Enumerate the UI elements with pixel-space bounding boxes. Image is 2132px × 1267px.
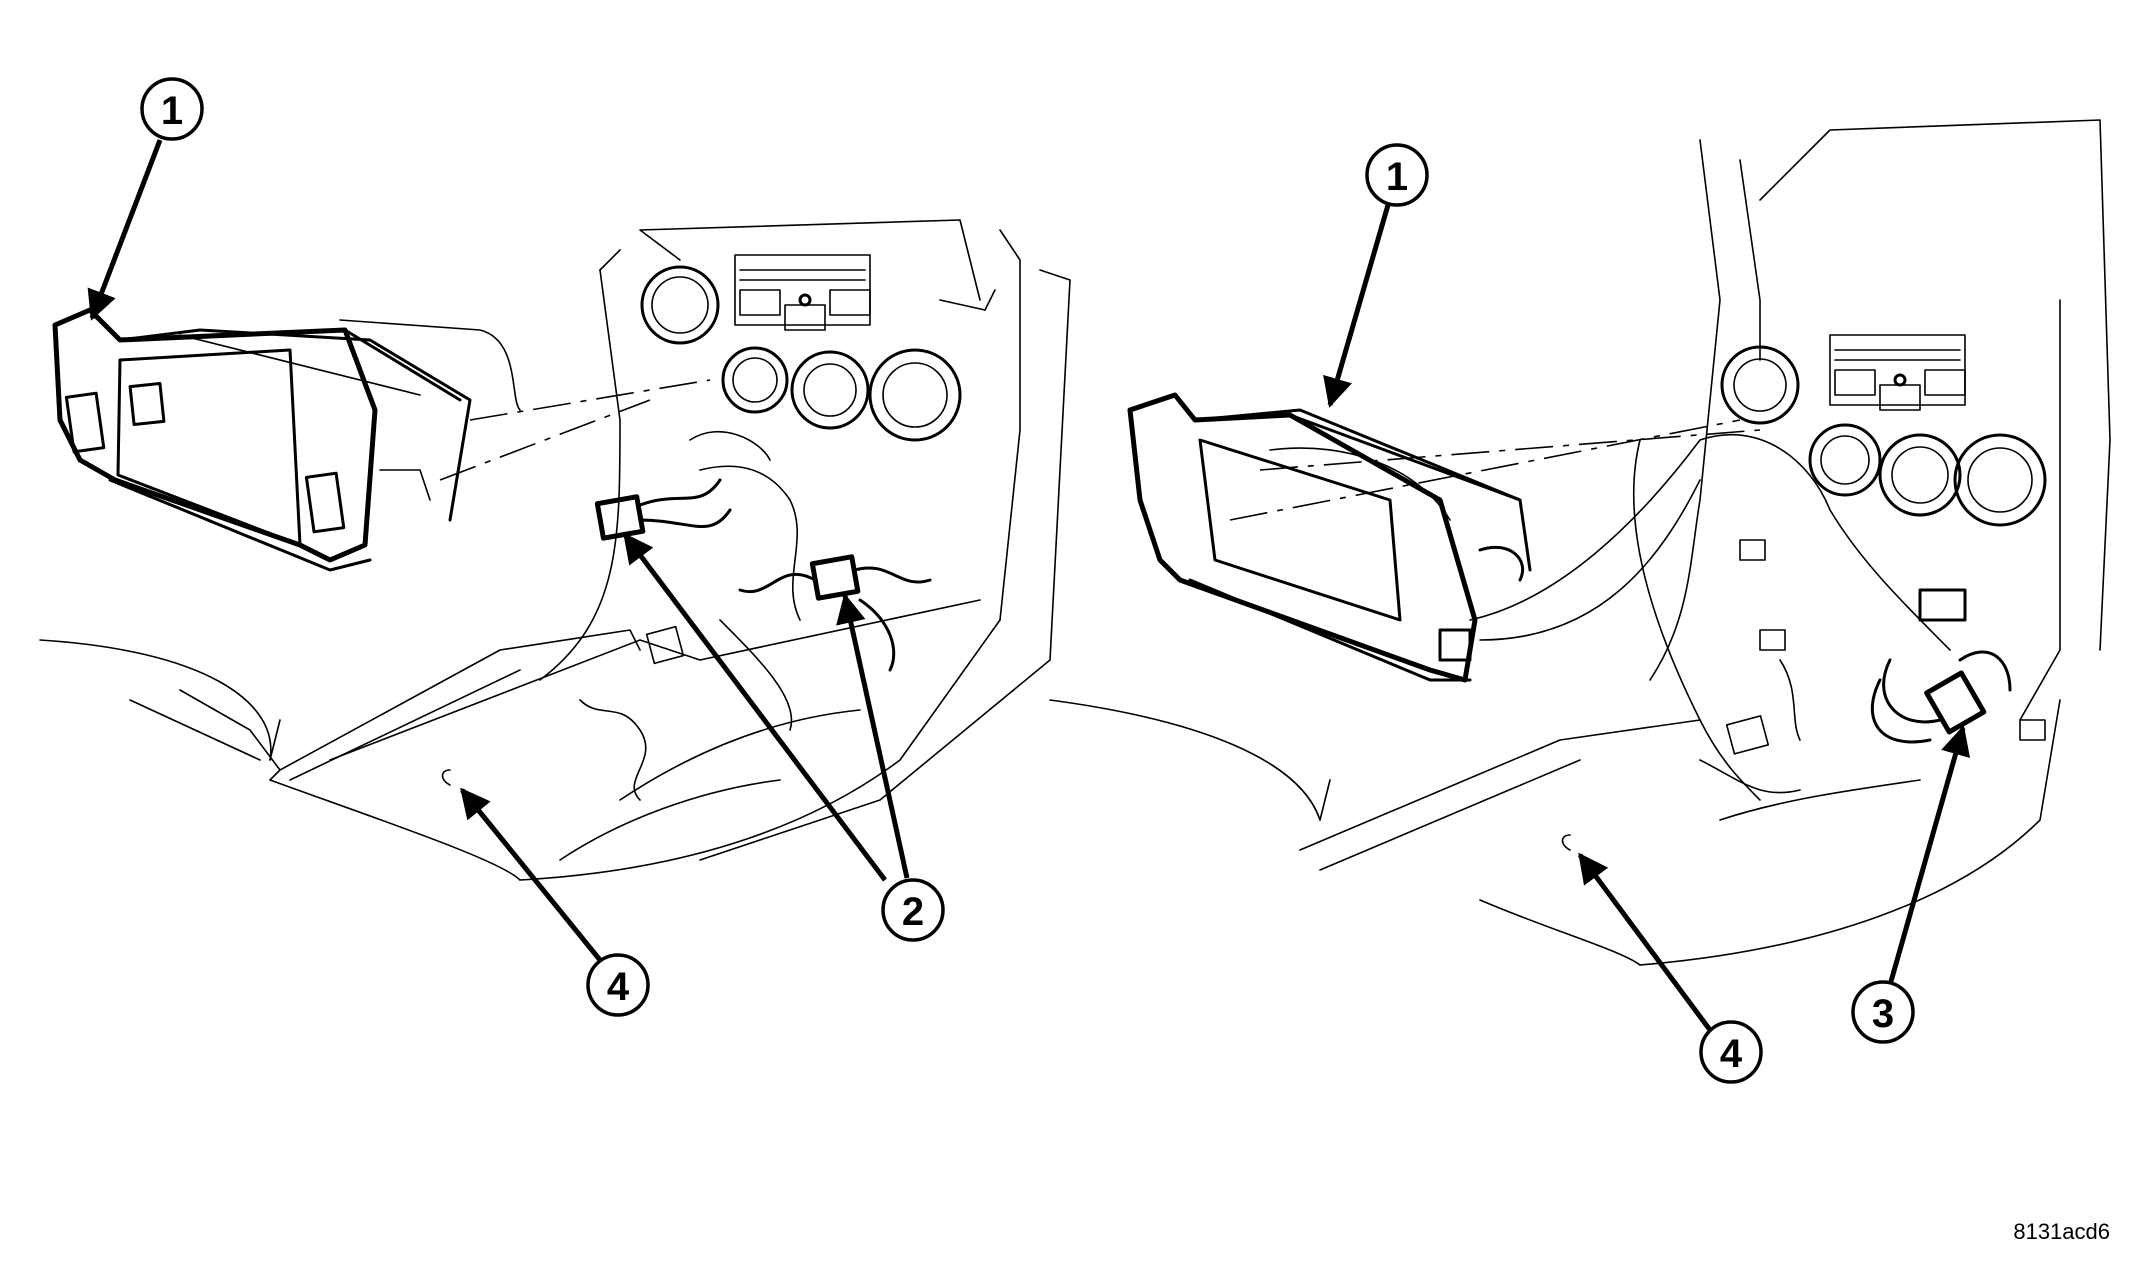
right-illustration: [1049, 119, 2111, 966]
callout-right-3: 3: [1851, 725, 1971, 1044]
figure-id: 8131acd6: [2013, 1219, 2110, 1244]
callout-right-4: 4: [1577, 852, 1763, 1084]
callout-left-2: 2: [623, 532, 945, 942]
callout-right-1-label: 1: [1386, 155, 1408, 199]
right-dashboard: [1049, 119, 2111, 966]
callout-right-3-label: 3: [1872, 992, 1894, 1036]
right-hvac-controls: [1720, 334, 2047, 527]
right-wire-harness: [1469, 434, 1951, 651]
left-illustration: [39, 219, 1071, 881]
callout-left-1-label: 1: [161, 89, 183, 133]
callout-left-4-label: 4: [607, 965, 630, 1009]
right-console-floor: [1561, 715, 1921, 851]
left-wiring-connectors: [594, 430, 932, 731]
callout-left-2-label: 2: [902, 890, 924, 934]
left-hvac-controls: [640, 254, 962, 442]
right-connector: [1739, 539, 2046, 744]
callout-right-1: 1: [1323, 143, 1429, 408]
callout-right-4-label: 4: [1720, 1032, 1743, 1076]
left-dashboard: [39, 219, 1071, 881]
callout-left-1: 1: [87, 77, 204, 321]
callout-left-4: 4: [460, 787, 650, 1017]
left-console-floor: [329, 599, 981, 861]
right-switch-bezel: [1127, 392, 1532, 683]
left-switch-bezel: [52, 307, 472, 572]
